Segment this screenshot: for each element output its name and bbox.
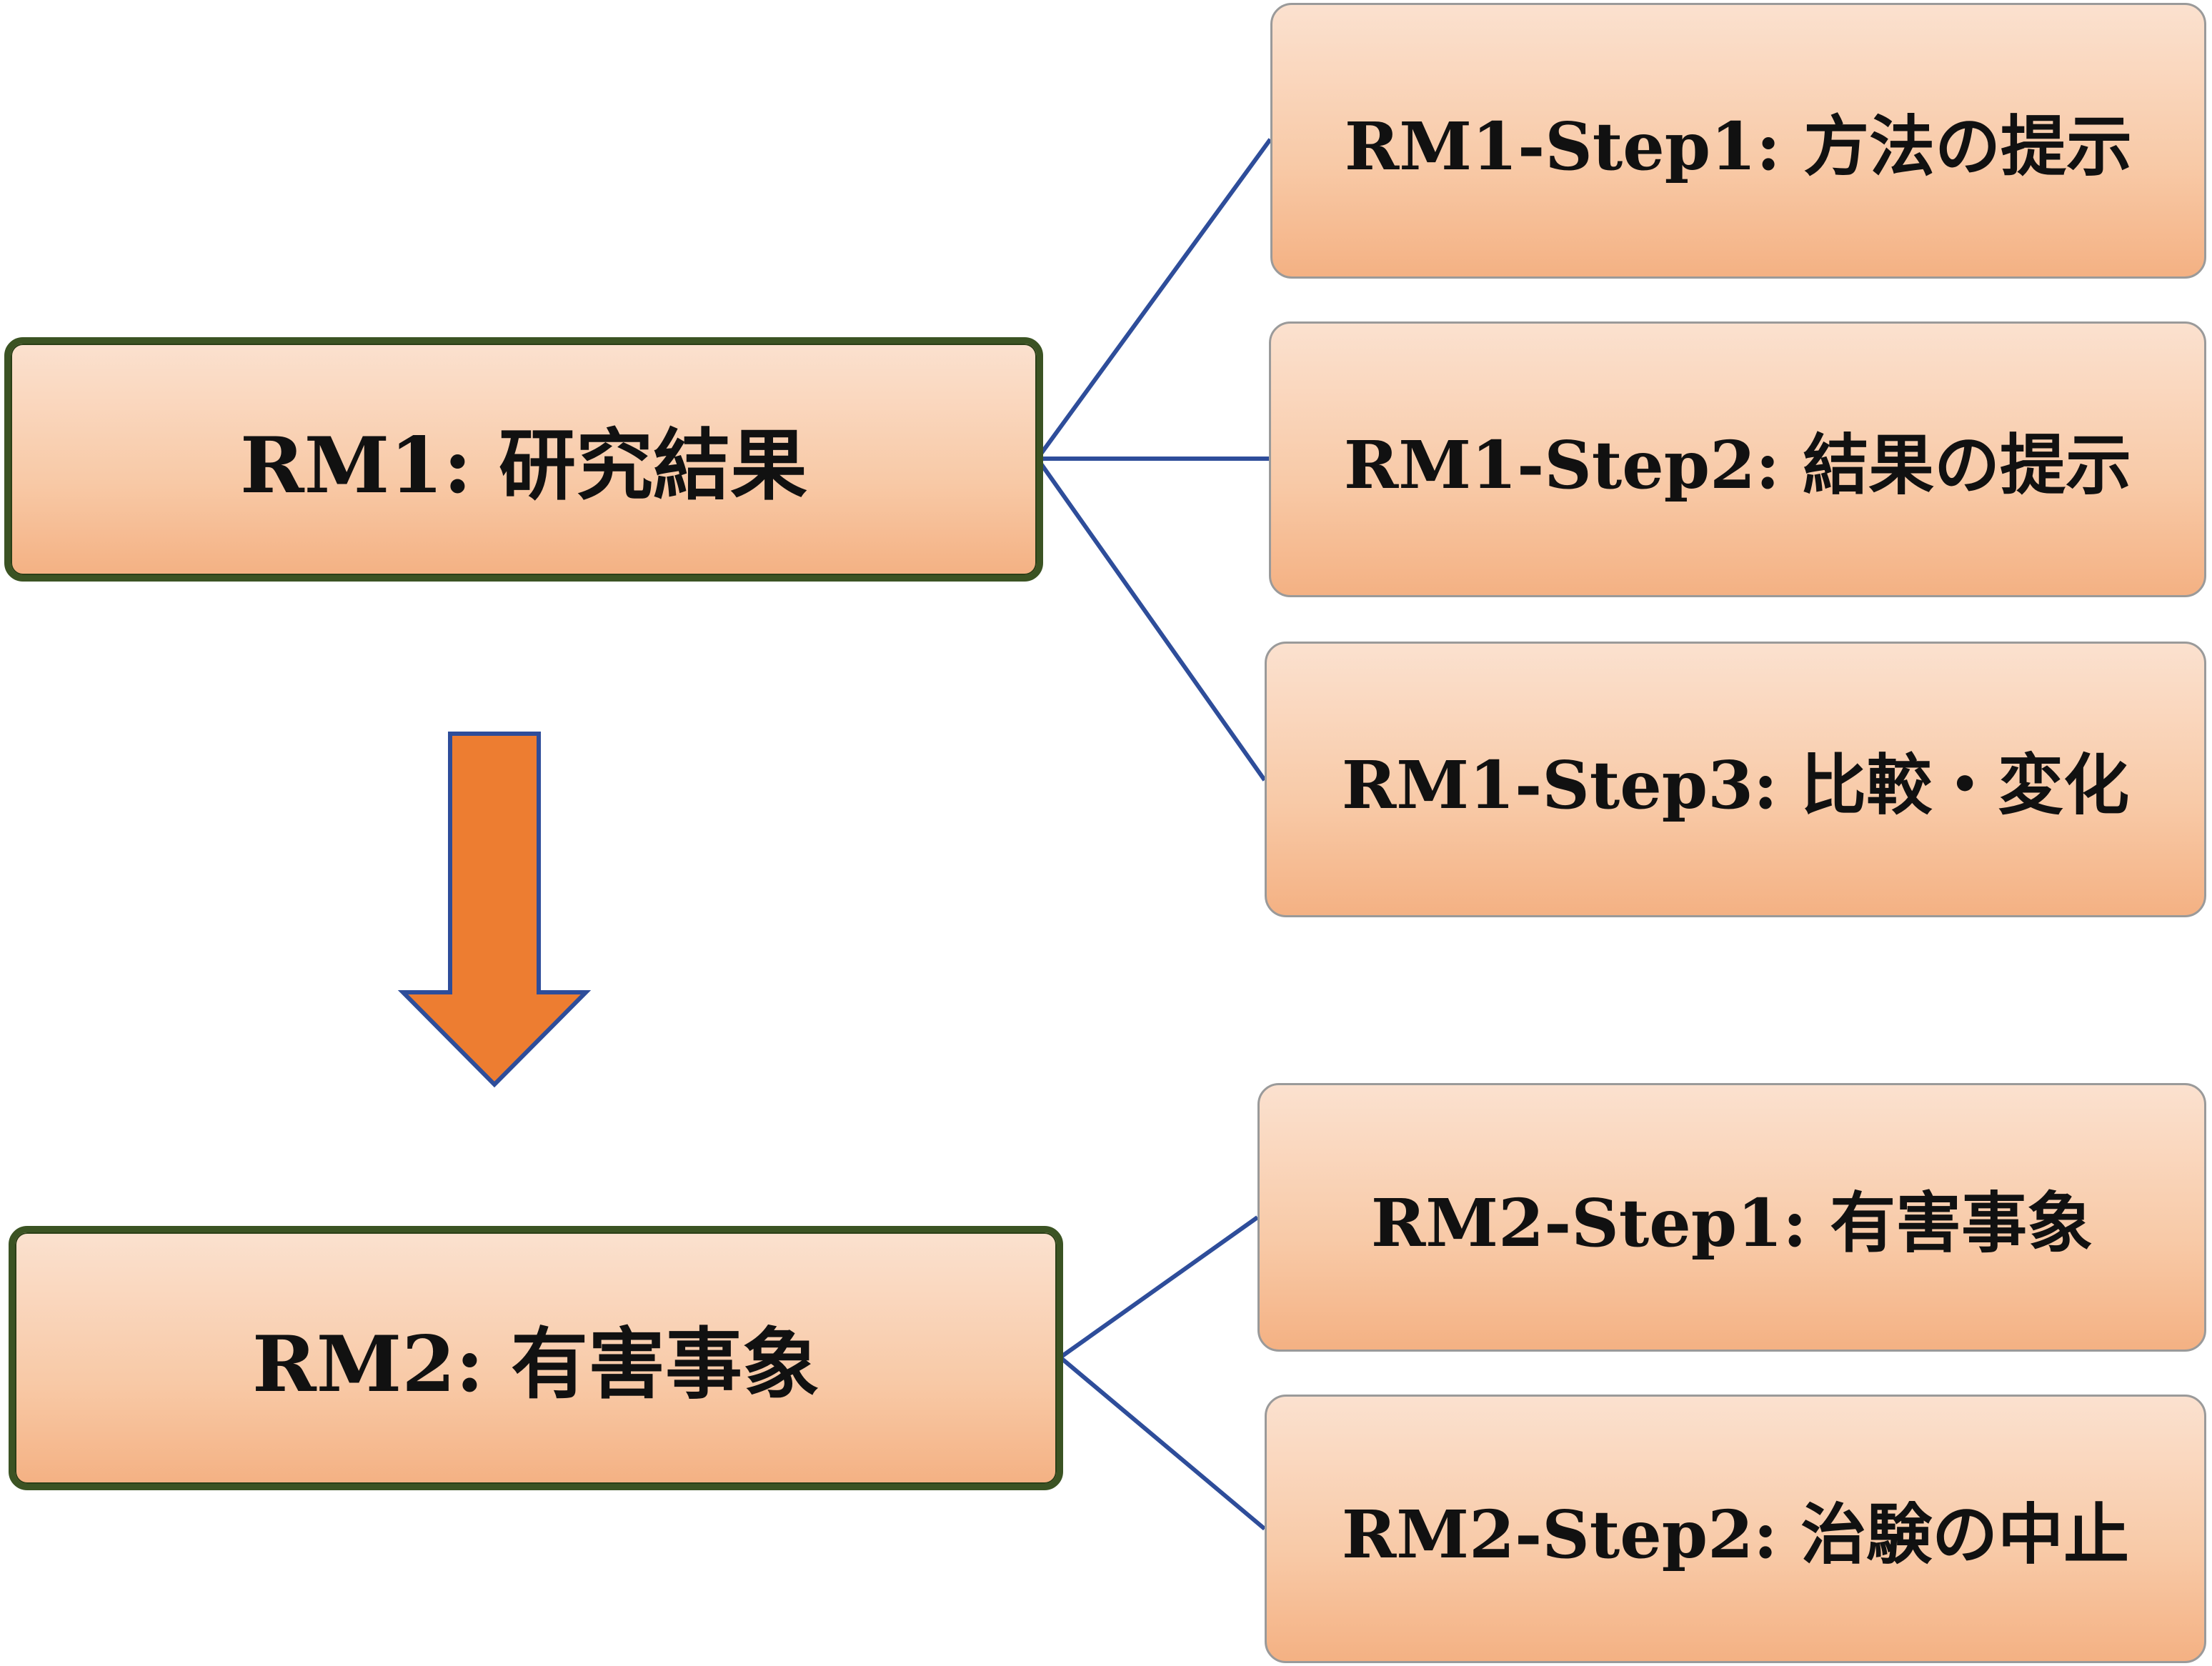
connector-rm1-step1	[1035, 138, 1272, 460]
rm1-step1-label: RM1-Step1: 方法の提示	[1344, 107, 2133, 185]
connector-rm2-step1	[1059, 1215, 1259, 1360]
rm1-step1-box: RM1-Step1: 方法の提示	[1270, 3, 2206, 279]
rm1-main-box: RM1: 研究結果	[4, 337, 1043, 582]
rm1-step3-label: RM1-Step3: 比較・変化	[1341, 746, 2130, 824]
rm2-step2-box: RM2-Step2: 治験の中止	[1265, 1395, 2206, 1663]
rm2-main-label: RM2: 有害事象	[252, 1320, 819, 1410]
connector-rm2-step2	[1059, 1355, 1266, 1531]
rm1-step2-box: RM1-Step2: 結果の提示	[1269, 321, 2206, 597]
rm2-step2-label: RM2-Step2: 治験の中止	[1341, 1495, 2130, 1573]
rm1-step3-box: RM1-Step3: 比較・変化	[1265, 642, 2206, 917]
rm2-main-box: RM2: 有害事象	[9, 1226, 1063, 1490]
rm1-step2-label: RM1-Step2: 結果の提示	[1343, 426, 2132, 504]
down-arrow-icon	[397, 732, 592, 1088]
rm1-main-label: RM1: 研究結果	[240, 421, 807, 511]
rm2-step1-box: RM2-Step1: 有害事象	[1257, 1083, 2206, 1352]
rm2-step1-label: RM2-Step1: 有害事象	[1370, 1184, 2093, 1262]
connector-rm1-step3	[1035, 457, 1267, 782]
